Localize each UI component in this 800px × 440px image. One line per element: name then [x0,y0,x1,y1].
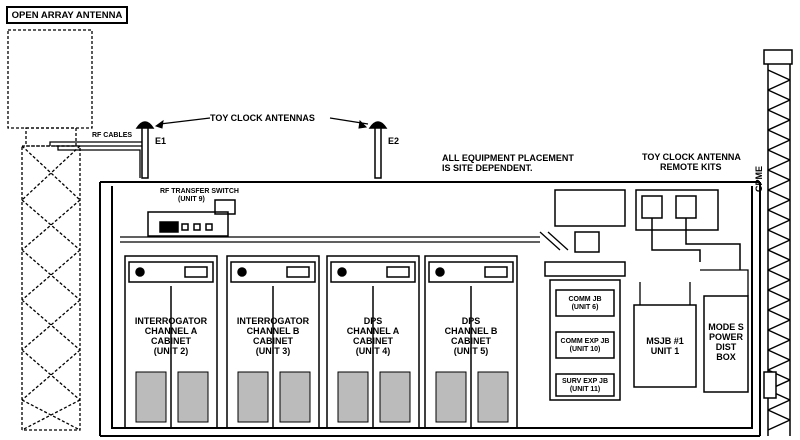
surv-exp-jb-name: SURV EXP JB [561,378,609,385]
rf-switch-label-line2: (UNIT 9) [178,196,205,203]
comm-exp-jb-label: COMM EXP JB (UNIT 10) [556,338,614,354]
mode-s-line2: POWER [708,332,743,342]
open-array-antenna-title: OPEN ARRAY ANTENNA [6,6,128,24]
cabinet-4 [424,255,518,429]
cabinet-4-line3: CABINET [451,336,491,346]
e2-label: E2 [388,136,400,146]
cabinet-2-label: INTERROGATOR CHANNEL B CABINET (UNIT 3) [227,316,319,356]
cabinet-4-line2: CHANNEL B [444,326,498,336]
cabinet-4-line4: (UNIT 5) [453,346,489,356]
placement-note-line1: ALL EQUIPMENT PLACEMENT [442,153,574,163]
remote-kits-label-line1: TOY CLOCK ANTENNA [642,152,741,162]
open-array-antenna [7,29,93,431]
msjb-unit: UNIT 1 [650,346,680,356]
cpme-tower [763,49,793,436]
cabinet-3-label: DPS CHANNEL A CABINET (UNIT 4) [327,316,419,356]
toy-clock-antenna-e2 [368,121,388,179]
cabinet-3-line1: DPS [363,316,383,326]
comm-jb-name: COMM JB [568,296,602,303]
cabinet-3-line2: CHANNEL A [346,326,400,336]
rf-cables-label: RF CABLES [92,132,133,139]
e1-label: E1 [155,136,167,146]
comm-exp-jb-name: COMM EXP JB [560,338,610,345]
rf-switch-label-line1: RF TRANSFER SWITCH [160,188,239,195]
msjb-unit [633,304,697,388]
cabinet-2-line4: (UNIT 3) [255,346,291,356]
cabinet-1-line4: (UNIT 2) [153,346,189,356]
cabinet-1 [124,255,218,429]
cabinet-3-line4: (UNIT 4) [355,346,391,356]
toy-clock-antenna-e1 [135,121,155,179]
cabinet-2-line2: CHANNEL B [246,326,300,336]
cabinets [124,255,518,429]
cabinet-4-line1: DPS [461,316,481,326]
cabinet-2-line3: CABINET [253,336,293,346]
cabinet-4-label: DPS CHANNEL B CABINET (UNIT 5) [425,316,517,356]
cabinet-1-line1: INTERROGATOR [134,316,208,326]
cable-tray [120,231,569,251]
remote-kits-label-line2: REMOTE KITS [660,162,722,172]
surv-exp-jb-unit: (UNIT 11) [569,386,601,393]
cabinet-2-line1: INTERROGATOR [236,316,310,326]
comm-jb-unit: (UNIT 6) [571,304,599,311]
mode-s-box [703,295,749,393]
cabinet-2 [226,255,320,429]
cabinet-1-line2: CHANNEL A [144,326,198,336]
mode-s-label: MODE S POWER DIST BOX [704,322,748,362]
upper-equipment [554,189,741,270]
comm-jb-label: COMM JB (UNIT 6) [556,296,614,312]
comm-exp-jb-unit: (UNIT 10) [569,346,601,353]
cpme-label: CPME [754,165,764,192]
mode-s-line1: MODE S [708,322,744,332]
cabinet-1-label: INTERROGATOR CHANNEL A CABINET (UNIT 2) [125,316,217,356]
msjb-label: MSJB #1 UNIT 1 [634,336,696,356]
mode-s-line3: DIST [715,342,737,352]
cabinet-1-line3: CABINET [151,336,191,346]
placement-note-line2: IS SITE DEPENDENT. [442,163,533,173]
toy-clock-antennas-label: TOY CLOCK ANTENNAS [210,113,315,123]
surv-exp-jb-label: SURV EXP JB (UNIT 11) [556,378,614,394]
msjb-name: MSJB #1 [646,336,684,346]
mode-s-line4: BOX [716,352,736,362]
junction-box-rack [544,261,626,401]
rf-transfer-switch [147,199,236,237]
cabinet-3 [326,255,420,429]
cabinet-3-line3: CABINET [353,336,393,346]
